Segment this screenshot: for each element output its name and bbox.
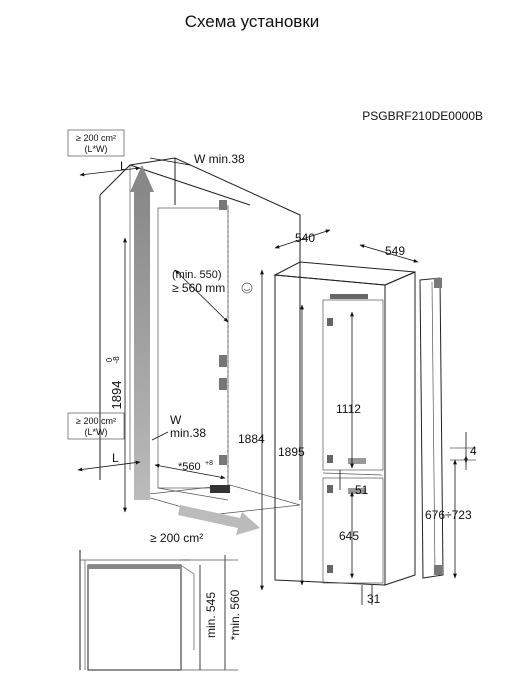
niche-width: *560 (178, 461, 201, 473)
niche-cabinet (99, 157, 301, 516)
vent-bottom-line2: (L*W) (85, 427, 108, 437)
vent-bottom-line1: ≥ 200 cm² (76, 416, 116, 426)
l-bottom-dim (77, 460, 141, 472)
vent-top-box (67, 129, 125, 157)
dim-540-line (274, 229, 331, 249)
w-bottom-dim (151, 431, 169, 441)
dim-540: 540 (295, 231, 315, 245)
dim-51: 51 (355, 483, 369, 497)
floor-vent: ≥ 200 cm² (150, 531, 203, 545)
page-title: Схема установки (185, 12, 320, 31)
vent-top-line1: ≥ 200 cm² (76, 133, 116, 143)
width-min-bottom-w: W (170, 413, 182, 427)
label-l-bottom: L (112, 451, 119, 465)
niche-width-tol: +8 (205, 460, 213, 467)
inset-min-545: min. 545 (204, 592, 218, 638)
niche-height-tol-lower: -8 (112, 356, 121, 364)
dim-1895: 1895 (278, 445, 305, 459)
width-min-top: W min.38 (194, 152, 245, 166)
width-min-bottom-min: min.38 (170, 426, 206, 440)
inset-section (79, 550, 238, 671)
dim-549-line (359, 244, 419, 263)
dim-1112: 1112 (336, 402, 361, 416)
niche-width-dim (154, 463, 226, 480)
dim-645: 645 (339, 529, 359, 543)
inset-min-560: *min. 560 (228, 589, 242, 640)
door-panel (419, 277, 444, 579)
airflow-floor-arrow (178, 505, 260, 535)
l-top-dim (79, 166, 141, 177)
niche-depth-arrow (174, 269, 229, 323)
appliance-body (273, 261, 416, 586)
dim-31: 31 (367, 592, 381, 606)
dim-4: 4 (470, 444, 477, 458)
dim-549: 549 (385, 244, 405, 258)
vent-top-line2: (L*W) (85, 144, 108, 154)
dim-676-723: 676÷723 (425, 508, 472, 522)
niche-depth-min: (min. 550) (172, 269, 222, 281)
dim-1884: 1884 (238, 432, 265, 446)
niche-depth: ≥ 560 mm (172, 281, 225, 295)
airflow-up-arrow (130, 165, 154, 500)
niche-height: 1894 (109, 381, 124, 410)
niche-height-tol-upper: 0 (105, 357, 114, 362)
smile-icon (241, 282, 253, 294)
label-l-top: L (120, 159, 127, 173)
model-code: PSGBRF210DE0000B (362, 109, 483, 123)
w-top-dim (149, 157, 191, 166)
smile-mouth-icon (243, 288, 251, 291)
